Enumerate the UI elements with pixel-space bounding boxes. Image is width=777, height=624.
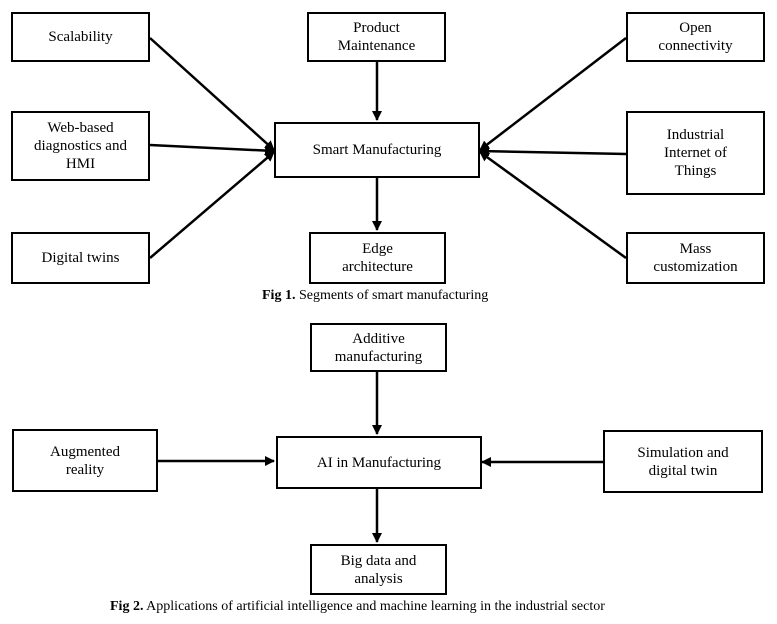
- arrow-open-connectivity-to-center: [479, 37, 627, 151]
- arrow-digital-twins-to-center: [149, 151, 275, 259]
- node-digital-twins-label: Digital twins: [41, 250, 120, 266]
- node-smart-manufacturing: Smart Manufacturing: [274, 122, 480, 178]
- arrow-scalability-to-center: [149, 37, 275, 151]
- node-open-connectivity: Open connectivity: [626, 12, 765, 62]
- node-web-based-diagnostics: Web-based diagnostics and HMI: [11, 111, 150, 181]
- node-digital-twins: Digital twins: [11, 232, 150, 284]
- node-simulation-digital-twin-label: Simulation and digital twin: [637, 444, 729, 479]
- node-additive-manufacturing-label: Additive manufacturing: [334, 330, 423, 365]
- arrow-web-based-to-center: [149, 143, 275, 156]
- fig1-caption: Fig 1. Segments of smart manufacturing: [262, 288, 488, 304]
- node-augmented-reality-label: Augmented reality: [50, 443, 120, 478]
- node-scalability-label: Scalability: [48, 29, 113, 45]
- node-industrial-iot-label: Industrial Internet of Things: [664, 127, 727, 179]
- arrow-iiot-to-center: [479, 146, 627, 157]
- node-edge-architecture-label: Edge architecture: [342, 241, 413, 275]
- arrow-mass-customization-to-center: [479, 150, 627, 260]
- node-product-maintenance-label: Product Maintenance: [337, 20, 416, 54]
- node-smart-manufacturing-label: Smart Manufacturing: [312, 142, 442, 158]
- node-augmented-reality: Augmented reality: [12, 429, 158, 492]
- fig1-caption-text: Segments of smart manufacturing: [295, 288, 489, 303]
- node-big-data-analysis: Big data and analysis: [310, 544, 447, 595]
- node-edge-architecture: Edge architecture: [309, 232, 446, 284]
- node-scalability: Scalability: [11, 12, 150, 62]
- node-simulation-digital-twin: Simulation and digital twin: [603, 430, 763, 493]
- node-open-connectivity-label: Open connectivity: [658, 20, 733, 54]
- fig2-caption: Fig 2. Applications of artificial intell…: [110, 599, 605, 615]
- node-big-data-analysis-label: Big data and analysis: [340, 552, 417, 587]
- node-additive-manufacturing: Additive manufacturing: [310, 323, 447, 372]
- node-industrial-iot: Industrial Internet of Things: [626, 111, 765, 195]
- fig2-caption-text: Applications of artificial intelligence …: [143, 599, 605, 614]
- fig2-caption-label: Fig 2.: [110, 599, 144, 614]
- node-mass-customization-label: Mass customization: [653, 241, 738, 275]
- node-ai-in-manufacturing-label: AI in Manufacturing: [316, 454, 442, 471]
- node-mass-customization: Mass customization: [626, 232, 765, 284]
- node-web-based-diagnostics-label: Web-based diagnostics and HMI: [34, 120, 127, 172]
- node-ai-in-manufacturing: AI in Manufacturing: [276, 436, 482, 489]
- fig1-caption-label: Fig 1.: [262, 288, 296, 303]
- node-product-maintenance: Product Maintenance: [307, 12, 446, 62]
